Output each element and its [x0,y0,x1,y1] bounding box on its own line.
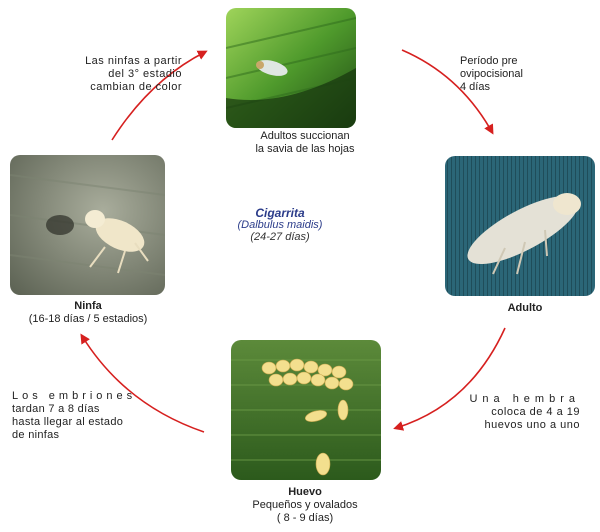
nymph-stage-label: Ninfa (16-18 días / 5 estadios) [8,300,168,326]
transition-bottom-right: Una hembra coloca de 4 a 19 huevos uno a… [450,393,580,432]
transition-top-right: Período pre ovipocisional 4 días [460,55,590,94]
photo-adult [445,156,595,296]
center-title-block: Cigarrita (Dalbulus maidis) (24-27 días) [200,207,360,243]
adult-stage-label: Adulto [480,302,570,315]
center-species: (Dalbulus maidis) [200,219,360,231]
transition-top-left: Las ninfas a partir del 3° estadio cambi… [42,55,182,94]
transition-bottom-left: Los embriones tardan 7 a 8 días hasta ll… [12,390,162,442]
photo-nymph [10,155,165,295]
center-duration: (24-27 días) [200,231,360,243]
photo-adult-on-leaf [226,8,356,128]
adult-top-caption: Adultos succionan la savia de las hojas [240,130,370,156]
center-title: Cigarrita [200,207,360,219]
egg-stage-label: Huevo Pequeños y ovalados ( 8 - 9 días) [230,486,380,525]
photo-eggs [231,340,381,480]
